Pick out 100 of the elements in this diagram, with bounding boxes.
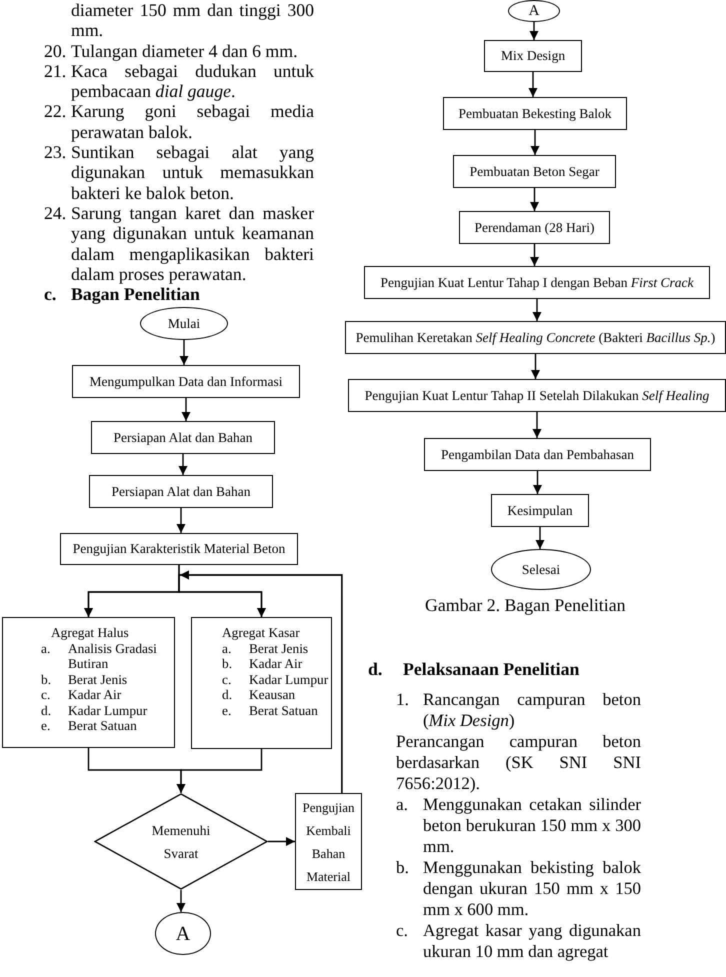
node-text: Pengujian Kuat Lentur Tahap II Setelah Dilakukan Self Healing: [364, 388, 710, 402]
arrow: [530, 188, 539, 211]
section-letter: c.: [44, 284, 58, 304]
list-item: Berat Satuan: [68, 718, 138, 734]
list-item: Berat Satuan: [249, 702, 319, 718]
process-box: [295, 793, 362, 890]
list-text: Menggunakan cetakan silinder beton berukuran 150 mm x 300 mm.: [423, 794, 641, 857]
arrow: [178, 454, 188, 475]
list-text: Rancangan campuran beton (Mix Design): [423, 689, 641, 731]
arrow: [530, 244, 539, 266]
list-marker: d.: [222, 687, 234, 702]
arrow: [178, 570, 343, 793]
list-item: Berat Jenis: [68, 672, 128, 687]
connector-circle: [508, 0, 560, 22]
node-text: Perendaman (28 Hari): [474, 220, 594, 234]
node-text: A: [528, 4, 540, 18]
decision-diamond: [94, 793, 268, 890]
list-number: 22.: [44, 101, 68, 124]
box-heading: Agregat Halus: [51, 625, 129, 640]
list-item: Kadar Air: [249, 656, 304, 672]
process-box: [191, 617, 332, 749]
arrow: [531, 354, 540, 379]
list-text: Karung goni sebagai media perawatan balok.: [71, 101, 314, 142]
process-box: [91, 421, 275, 454]
node-text: Mulai: [168, 316, 200, 330]
arrow: [268, 837, 295, 846]
node-text: Pembuatan Beton Segar: [470, 164, 600, 178]
process-box: [60, 533, 298, 565]
node-text: Memenuhi Svarat: [150, 822, 212, 862]
node-text: Persiapan Alat dan Bahan: [111, 484, 251, 498]
list-number: 21.: [44, 60, 68, 83]
list-text: Sarung tangan karet dan masker yang digunakan untuk keamanan dalam mengaplikasikan bakteri dalam proses perawatan.: [71, 202, 314, 284]
section-heading: Bagan Penelitian: [71, 284, 201, 304]
process-box: [89, 475, 273, 508]
node-text: Persiapan Alat dan Bahan: [113, 430, 253, 444]
arrow: [528, 72, 538, 97]
node-text: Kesimpulan: [507, 504, 573, 518]
arrow: [180, 340, 188, 365]
node-text: Pengambilan Data dan Pembahasan: [440, 448, 634, 462]
list-text: Kaca sebagai dudukan untuk pembacaan dial gauge.: [71, 60, 314, 102]
arrow: [536, 527, 544, 549]
section-letter: d.: [368, 659, 384, 680]
box-heading: Agregat Kasar: [222, 625, 300, 640]
arrow: [532, 299, 542, 321]
list-number: a.: [396, 794, 409, 816]
list-text: diameter 150 mm dan tinggi 300 mm.: [71, 0, 314, 41]
node-text: Mix Design: [500, 49, 566, 63]
list-item: Kadar Air: [68, 687, 122, 702]
list-marker: c.: [41, 687, 52, 702]
arrow: [176, 890, 186, 912]
list-marker: b.: [222, 656, 234, 672]
process-box: [443, 97, 627, 130]
list-number: c.: [396, 920, 409, 942]
arrow: [532, 412, 542, 438]
node-text: Pengujian Karakteristik Material Beton: [72, 542, 286, 556]
node-text: A: [176, 924, 190, 944]
list-marker: c.: [222, 672, 232, 687]
process-box: [424, 438, 651, 471]
arrow: [530, 22, 538, 40]
arrow: [182, 398, 190, 421]
process-box: [345, 321, 726, 354]
arrow: [530, 130, 540, 155]
list-text: Tulangan diameter 4 dan 6 mm.: [71, 40, 299, 61]
arrow: [176, 749, 262, 793]
process-box: [2, 617, 175, 748]
node-text: Pengujian Kembali Bahan Material: [302, 798, 356, 886]
list-marker: e.: [41, 718, 52, 734]
list-item: Analisis Gradasi Butiran: [68, 640, 158, 672]
node-text: Selesai: [522, 562, 560, 576]
process-box: [348, 379, 726, 412]
list-marker: d.: [41, 702, 52, 718]
list-marker: e.: [222, 702, 232, 718]
list-text: Suntikan sebagai alat yang digunakan untuk memasukkan bakteri ke balok beton.: [71, 142, 314, 203]
list-item: Kadar Lumpur: [68, 702, 148, 718]
list-number: 20.: [44, 40, 68, 61]
list-item: Berat Jenis: [249, 640, 310, 656]
node-text: Pembuatan Bekesting Balok: [458, 106, 612, 120]
node-text: Pemulihan Keretakan Self Healing Concrete (Bakteri Bacillus Sp.): [356, 330, 716, 344]
process-box: [364, 266, 710, 299]
process-box: [459, 211, 610, 244]
arrow: [533, 471, 542, 494]
figure-caption: Gambar 2. Bagan Penelitian: [425, 595, 626, 615]
list-item: Kadar Lumpur: [249, 672, 329, 687]
arrow: [176, 508, 186, 533]
list-number: 24.: [44, 202, 68, 225]
paragraph: Perancangan campuran beton berdasarkan (SK SNI SNI 7656:2012).: [396, 731, 641, 794]
list-text: Agregat kasar yang digunakan ukuran 10 mm dan agregat: [423, 920, 641, 962]
list-marker: a.: [41, 640, 52, 658]
node-text: Pengujian Kuat Lentur Tahap I dengan Beban First Crack: [380, 276, 694, 290]
list-text: Menggunakan bekisting balok dengan ukuran 150 mm x 150 mm x 600 mm.: [423, 857, 641, 920]
process-box: [453, 155, 616, 188]
list-marker: a.: [222, 640, 232, 656]
process-box: [72, 365, 300, 398]
list-number: b.: [396, 857, 410, 879]
list-item: Keausan: [249, 687, 296, 702]
section-heading: Pelaksanaan Penelitian: [403, 659, 580, 680]
list-marker: b.: [41, 672, 52, 687]
list-number: 23.: [44, 142, 68, 164]
process-box: [484, 40, 582, 72]
list-number: 1.: [396, 689, 410, 711]
